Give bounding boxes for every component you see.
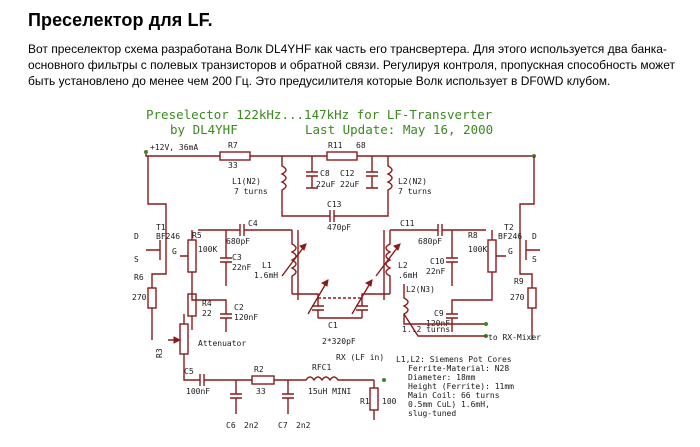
- t1-label: T1: [156, 223, 166, 232]
- rx-in-label: RX (LF in): [336, 353, 384, 362]
- l2n3-label: L2(N3): [406, 285, 435, 294]
- r2-value: 33: [256, 387, 266, 396]
- rfc1-value: 15uH MINI: [308, 387, 352, 396]
- l1-label: L1: [262, 261, 272, 270]
- c6-value: 2n2: [244, 421, 259, 430]
- coil-notes: L1,L2: Siemens Pot Cores Ferrite-Materia…: [396, 355, 514, 418]
- note-line: L1,L2: Siemens Pot Cores: [396, 355, 512, 364]
- l2-value: .6mH: [398, 271, 417, 280]
- t2-pin-s: S: [532, 255, 537, 264]
- note-line: slug-tuned: [408, 409, 456, 418]
- page-title: Преселектор для LF.: [28, 10, 213, 30]
- r9-value: 270: [510, 293, 525, 302]
- rx-mixer-label: to RX-Mixer: [488, 333, 541, 342]
- c11-value: 680pF: [418, 237, 442, 246]
- supply-label: +12V, 36mA: [150, 143, 198, 152]
- variable-capacitor-c1: [292, 279, 390, 319]
- l1-value: 1.6mH: [254, 271, 278, 280]
- l1n2-turns: 7 turns: [234, 187, 268, 196]
- c8-label: C8: [320, 169, 330, 178]
- intro-paragraph: Вот преселектор схема разработана Волк D…: [28, 42, 675, 88]
- coil-l2: [375, 230, 401, 300]
- l2n3-turns: 1..2 turns: [402, 325, 450, 334]
- c11-label: C11: [400, 219, 415, 228]
- c9-label: C9: [434, 309, 444, 318]
- r7-label: R7: [228, 141, 238, 150]
- c7-value: 2n2: [296, 421, 311, 430]
- note-line: 0.5mm CuL) 1.6mH,: [408, 400, 490, 409]
- r3-label: R3: [155, 348, 164, 358]
- note-line: Main Coil: 66 turns: [408, 391, 500, 400]
- r6-label: R6: [134, 273, 144, 282]
- c7-label: C7: [278, 421, 288, 430]
- l1n2-label: L1(N2): [232, 177, 261, 186]
- r1-value: 100: [382, 397, 397, 406]
- supply-rail: [144, 150, 536, 161]
- c2-label: C2: [234, 303, 244, 312]
- schematic-title: Preselector 122kHz...147kHz for LF-Trans…: [146, 107, 493, 122]
- r7-value: 33: [228, 161, 238, 170]
- c8-value: 22uF: [316, 180, 335, 189]
- t2-pin-d: D: [532, 232, 537, 241]
- c5-value: 100nF: [186, 387, 210, 396]
- decoupling-caps: [306, 156, 378, 189]
- r2-label: R2: [254, 365, 264, 374]
- t1-pin-d: D: [134, 232, 139, 241]
- input-chain: [183, 366, 386, 420]
- c10-label: C10: [430, 257, 445, 266]
- l2n2-label: L2(N2): [398, 177, 427, 186]
- l2n2-turns: 7 turns: [398, 187, 432, 196]
- note-line: Height (Ferrite): 11mm: [408, 382, 514, 391]
- c4-value: 680pF: [226, 237, 250, 246]
- r4-value: 22: [202, 309, 212, 318]
- c3-label: C3: [232, 253, 242, 262]
- t1-pin-g: G: [172, 247, 177, 256]
- t2-label: T2: [504, 223, 514, 232]
- r5-label: R5: [192, 231, 202, 240]
- c1-value: 2*320pF: [322, 337, 356, 346]
- c12-value: 22uF: [340, 180, 359, 189]
- r5-value: 100K: [198, 245, 217, 254]
- c2-value: 120nF: [234, 313, 258, 322]
- r6-value: 270: [132, 293, 147, 302]
- r8-label: R8: [468, 231, 478, 240]
- r8-value: 100K: [468, 245, 487, 254]
- c10-value: 22nF: [426, 267, 445, 276]
- schematic-diagram: Preselector 122kHz...147kHz for LF-Trans…: [132, 107, 541, 430]
- c13-value: 470pF: [327, 223, 351, 232]
- t1-pin-s: S: [134, 255, 139, 264]
- schematic-author: by DL4YHF: [170, 122, 238, 137]
- t2-pin-g: G: [508, 247, 513, 256]
- c6-label: C6: [226, 421, 236, 430]
- schematic-update: Last Update: May 16, 2000: [305, 122, 493, 137]
- c3-value: 22nF: [232, 263, 251, 272]
- note-line: Diameter: 18mm: [408, 373, 476, 382]
- c1-label: C1: [328, 321, 338, 330]
- c12-label: C12: [340, 169, 355, 178]
- c5-label: C5: [184, 367, 194, 376]
- r1-label: R1: [360, 397, 370, 406]
- r4-label: R4: [202, 299, 212, 308]
- t2-type: BF246: [498, 232, 522, 241]
- transistor-t2: [519, 232, 540, 268]
- t1-type: BF246: [156, 232, 180, 241]
- coil-l1: [281, 230, 307, 300]
- note-line: Ferrite-Material: N28: [408, 364, 509, 373]
- l2-label: L2: [398, 261, 408, 270]
- rfc1-label: RFC1: [312, 363, 331, 372]
- r9-label: R9: [514, 277, 524, 286]
- r11-value: 68: [356, 141, 366, 150]
- r11-label: R11: [328, 141, 343, 150]
- transistor-t1: [146, 232, 167, 268]
- c13-label: C13: [327, 200, 342, 209]
- attenuator-label: Attenuator: [198, 339, 246, 348]
- coupling-windings: [280, 156, 393, 200]
- c4-label: C4: [248, 219, 258, 228]
